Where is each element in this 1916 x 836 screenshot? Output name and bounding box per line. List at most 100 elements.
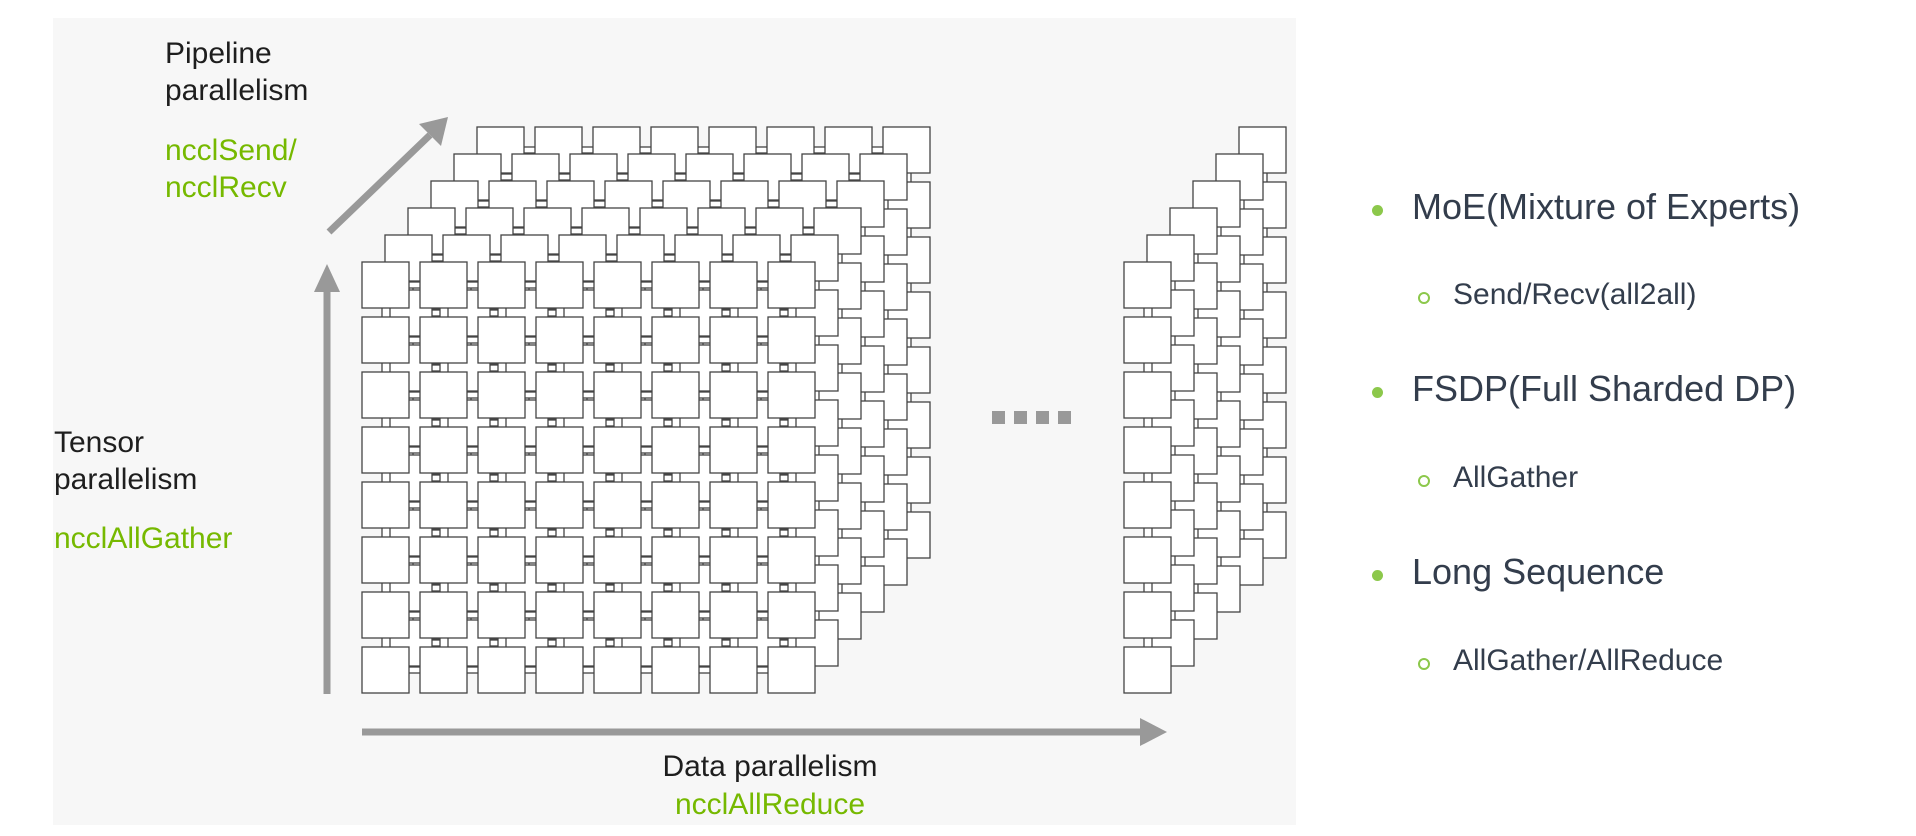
link-connector (465, 666, 480, 674)
link-connector (476, 200, 491, 208)
link-connector (555, 636, 565, 649)
link-connector (523, 446, 538, 454)
link-connector (789, 173, 804, 181)
pipeline-arrow-icon (326, 117, 448, 235)
gpu-box (361, 591, 410, 639)
gpu-box (477, 536, 526, 584)
link-connector (407, 666, 422, 674)
link-connector (697, 391, 712, 399)
gpu-box (1123, 481, 1172, 529)
link-connector (497, 581, 507, 594)
link-connector (787, 581, 797, 594)
gpu-box (419, 536, 468, 584)
link-connector (497, 526, 507, 539)
gpu-box (419, 371, 468, 419)
link-connector (755, 391, 770, 399)
link-connector (639, 446, 654, 454)
link-connector (697, 556, 712, 564)
gpu-box (767, 426, 816, 474)
gpu-box (535, 371, 584, 419)
gpu-box (535, 646, 584, 694)
link-connector (523, 556, 538, 564)
link-connector (615, 173, 630, 181)
link-connector (407, 391, 422, 399)
gpu-box (477, 481, 526, 529)
link-connector (671, 581, 681, 594)
link-connector (639, 391, 654, 399)
link-connector (729, 526, 739, 539)
sub-bullet-label: AllGather/AllReduce (1453, 644, 1724, 677)
link-connector (697, 336, 712, 344)
sub-bullet-fsdp: AllGather (1418, 461, 1578, 495)
gpu-box (593, 316, 642, 364)
link-connector (407, 446, 422, 454)
link-connector (546, 254, 561, 262)
link-connector (523, 336, 538, 344)
link-connector (465, 281, 480, 289)
gpu-grid (361, 126, 1287, 694)
gpu-box (361, 371, 410, 419)
gpu-box (361, 481, 410, 529)
bullet-label: FSDP(Full Sharded DP) (1412, 368, 1797, 409)
link-connector (407, 281, 422, 289)
gpu-box (361, 646, 410, 694)
link-connector (581, 556, 596, 564)
link-connector (812, 146, 827, 154)
link-connector (638, 146, 653, 154)
data-arrow-icon (362, 718, 1167, 746)
gpu-box (535, 481, 584, 529)
gpu-box (767, 646, 816, 694)
link-connector (407, 501, 422, 509)
gpu-box (651, 371, 700, 419)
gpu-box (477, 646, 526, 694)
link-connector (534, 200, 549, 208)
gpu-box (709, 591, 758, 639)
gpu-box (361, 426, 410, 474)
link-connector (639, 666, 654, 674)
link-connector (755, 501, 770, 509)
link-connector (511, 227, 526, 235)
gpu-box (1123, 371, 1172, 419)
link-connector (581, 501, 596, 509)
link-connector (729, 636, 739, 649)
link-connector (729, 581, 739, 594)
link-connector (439, 581, 449, 594)
link-connector (523, 501, 538, 509)
gpu-box (767, 316, 816, 364)
link-connector (697, 446, 712, 454)
gpu-box (709, 536, 758, 584)
gpu-box (651, 426, 700, 474)
link-connector (755, 336, 770, 344)
link-connector (465, 501, 480, 509)
link-connector (778, 254, 793, 262)
link-connector (407, 611, 422, 619)
gpu-box (1123, 426, 1172, 474)
link-connector (755, 281, 770, 289)
gpu-box (535, 536, 584, 584)
gpu-box (767, 371, 816, 419)
gpu-box (419, 591, 468, 639)
link-connector (465, 556, 480, 564)
bullet-long-sequence: Long Sequence (1372, 551, 1664, 593)
link-connector (555, 526, 565, 539)
link-connector (407, 336, 422, 344)
link-connector (381, 636, 391, 649)
gpu-box (593, 536, 642, 584)
gpu-box (709, 426, 758, 474)
link-connector (465, 336, 480, 344)
link-connector (673, 173, 688, 181)
link-connector (1143, 636, 1153, 649)
gpu-box (709, 481, 758, 529)
gpu-box (535, 261, 584, 309)
sub-bullet-moe: Send/Recv(all2all) (1418, 278, 1696, 312)
gpu-box (767, 536, 816, 584)
link-connector (697, 281, 712, 289)
link-connector (613, 526, 623, 539)
gpu-box (1123, 316, 1172, 364)
link-connector (696, 146, 711, 154)
link-connector (627, 227, 642, 235)
sub-bullet-label: AllGather (1453, 461, 1579, 494)
gpu-box (593, 261, 642, 309)
gpu-box (419, 426, 468, 474)
